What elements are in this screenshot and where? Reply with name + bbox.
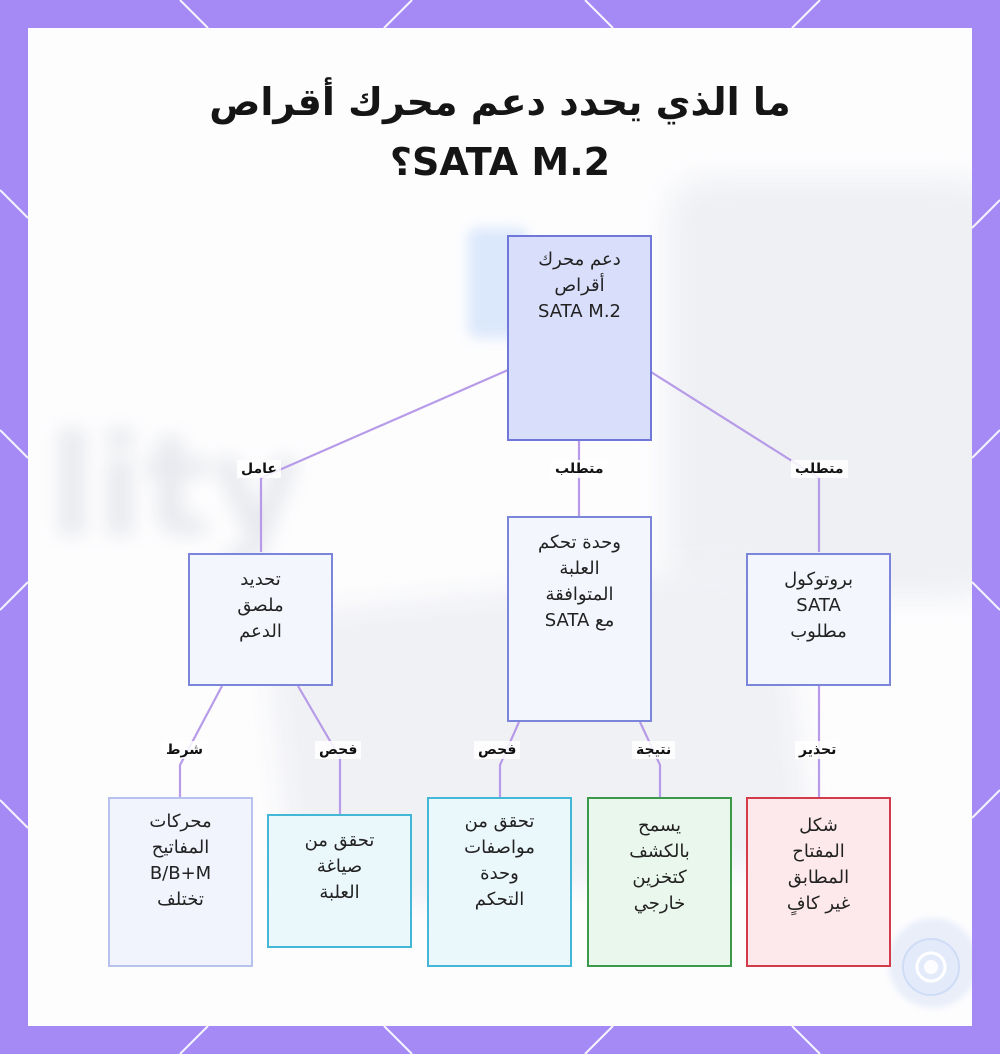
node-controller-text: وحدة تحكم العلبة المتوافقة مع SATA xyxy=(538,532,621,631)
edge-label-keys xyxy=(178,685,223,797)
edge-label-factor: عامل xyxy=(237,460,281,478)
edge-root-label xyxy=(259,368,509,552)
edge-root-protocol xyxy=(650,371,821,552)
node-external: يسمح بالكشف كتخزين خارجي xyxy=(587,797,732,967)
edge-label-check-left: فحص xyxy=(315,741,362,759)
edge-label-result: نتيجة xyxy=(632,741,676,759)
node-protocol: بروتوكول SATA مطلوب xyxy=(746,553,891,686)
edge-label-check-mid: فحص xyxy=(474,741,521,759)
edge-label-required-right: متطلب xyxy=(791,460,848,478)
node-controller: وحدة تحكم العلبة المتوافقة مع SATA xyxy=(507,516,652,722)
edge-label-warning: تحذير xyxy=(795,741,841,759)
node-format: تحقق من صياغة العلبة xyxy=(267,814,412,948)
edge-label-required-mid: متطلب xyxy=(551,460,608,478)
node-external-text: يسمح بالكشف كتخزين خارجي xyxy=(629,815,690,914)
node-shape: شكل المفتاح المطابق غير كافٍ xyxy=(746,797,891,967)
node-specs: تحقق من مواصفات وحدة التحكم xyxy=(427,797,572,967)
node-root: دعم محرك أقراص SATA M.2 xyxy=(507,235,652,441)
brand-badge-icon xyxy=(902,938,960,996)
node-protocol-text: بروتوكول SATA مطلوب xyxy=(784,569,853,642)
node-root-text: دعم محرك أقراص SATA M.2 xyxy=(538,249,622,322)
edge-controller-external xyxy=(639,721,662,797)
node-support-label: تحديد ملصق الدعم xyxy=(188,553,333,686)
edge-controller-specs xyxy=(498,721,521,797)
edge-label-condition: شرط xyxy=(162,741,208,759)
node-shape-text: شكل المفتاح المطابق غير كافٍ xyxy=(786,815,851,914)
node-keys-text: محركات المفاتيح B/B+M تختلف xyxy=(149,811,212,910)
background-blur: lity xyxy=(48,406,303,569)
diagram-title: ما الذي يحدد دعم محرك أقراص SATA M.2؟ xyxy=(209,80,791,184)
node-format-text: تحقق من صياغة العلبة xyxy=(304,830,375,903)
brand-badge-glyph xyxy=(915,951,947,983)
node-support-label-text: تحديد ملصق الدعم xyxy=(237,569,284,642)
node-specs-text: تحقق من مواصفات وحدة التحكم xyxy=(464,811,535,910)
node-keys: محركات المفاتيح B/B+M تختلف xyxy=(108,797,253,967)
